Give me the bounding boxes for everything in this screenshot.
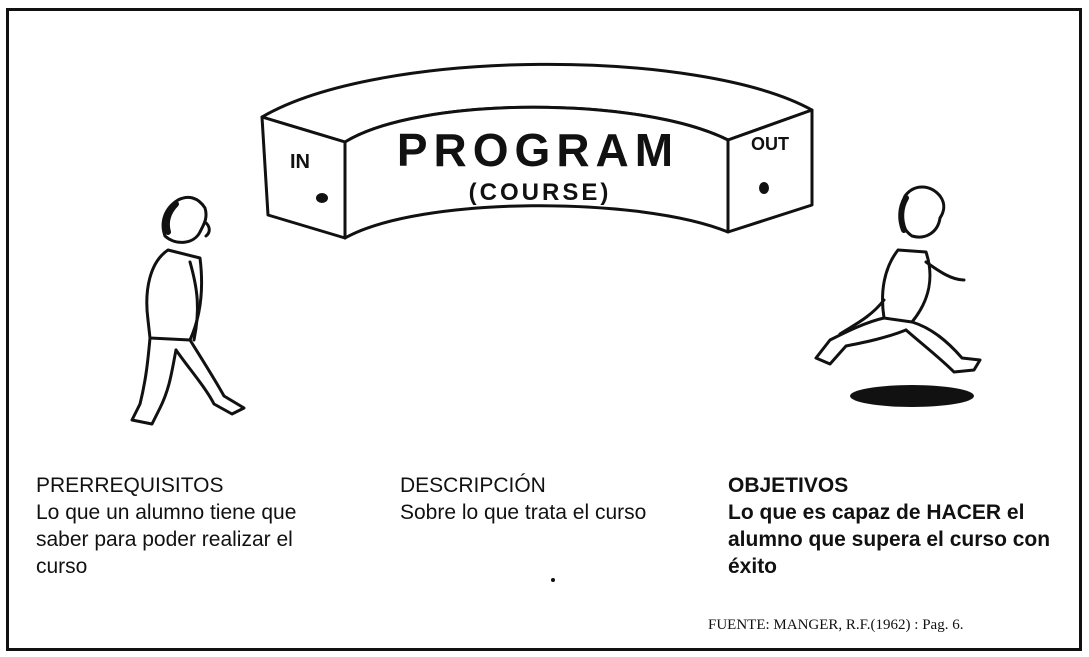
walking-student [130, 195, 246, 426]
out-label: OUT [751, 134, 789, 154]
stray-dot [551, 578, 555, 582]
description-column: DESCRIPCIÓN Sobre lo que trata el curso [400, 472, 690, 526]
figure-frame [6, 8, 1082, 651]
running-student-shadow [850, 385, 974, 407]
description-text: Sobre lo que trata el curso [400, 501, 647, 524]
in-door-knob [316, 193, 328, 203]
objectives-heading: OBJETIVOS [728, 474, 849, 497]
objectives-column: OBJETIVOS Lo que es capaz de HACER el al… [728, 472, 1078, 580]
in-label: IN [290, 151, 310, 173]
prerequisites-text: Lo que un alumno tiene que saber para po… [36, 501, 297, 578]
running-student [814, 185, 982, 374]
prerequisites-heading: PRERREQUISITOS [36, 474, 224, 497]
program-title: PROGRAM [397, 124, 679, 176]
prerequisites-column: PRERREQUISITOS Lo que un alumno tiene qu… [36, 472, 336, 580]
description-heading: DESCRIPCIÓN [400, 474, 546, 497]
out-door-knob [759, 182, 769, 194]
program-box [260, 62, 814, 240]
objectives-text: Lo que es capaz de HACER el alumno que s… [728, 501, 1051, 578]
program-subtitle: (COURSE) [469, 179, 612, 206]
source-citation: FUENTE: MANGER, R.F.(1962) : Pag. 6. [708, 617, 964, 633]
